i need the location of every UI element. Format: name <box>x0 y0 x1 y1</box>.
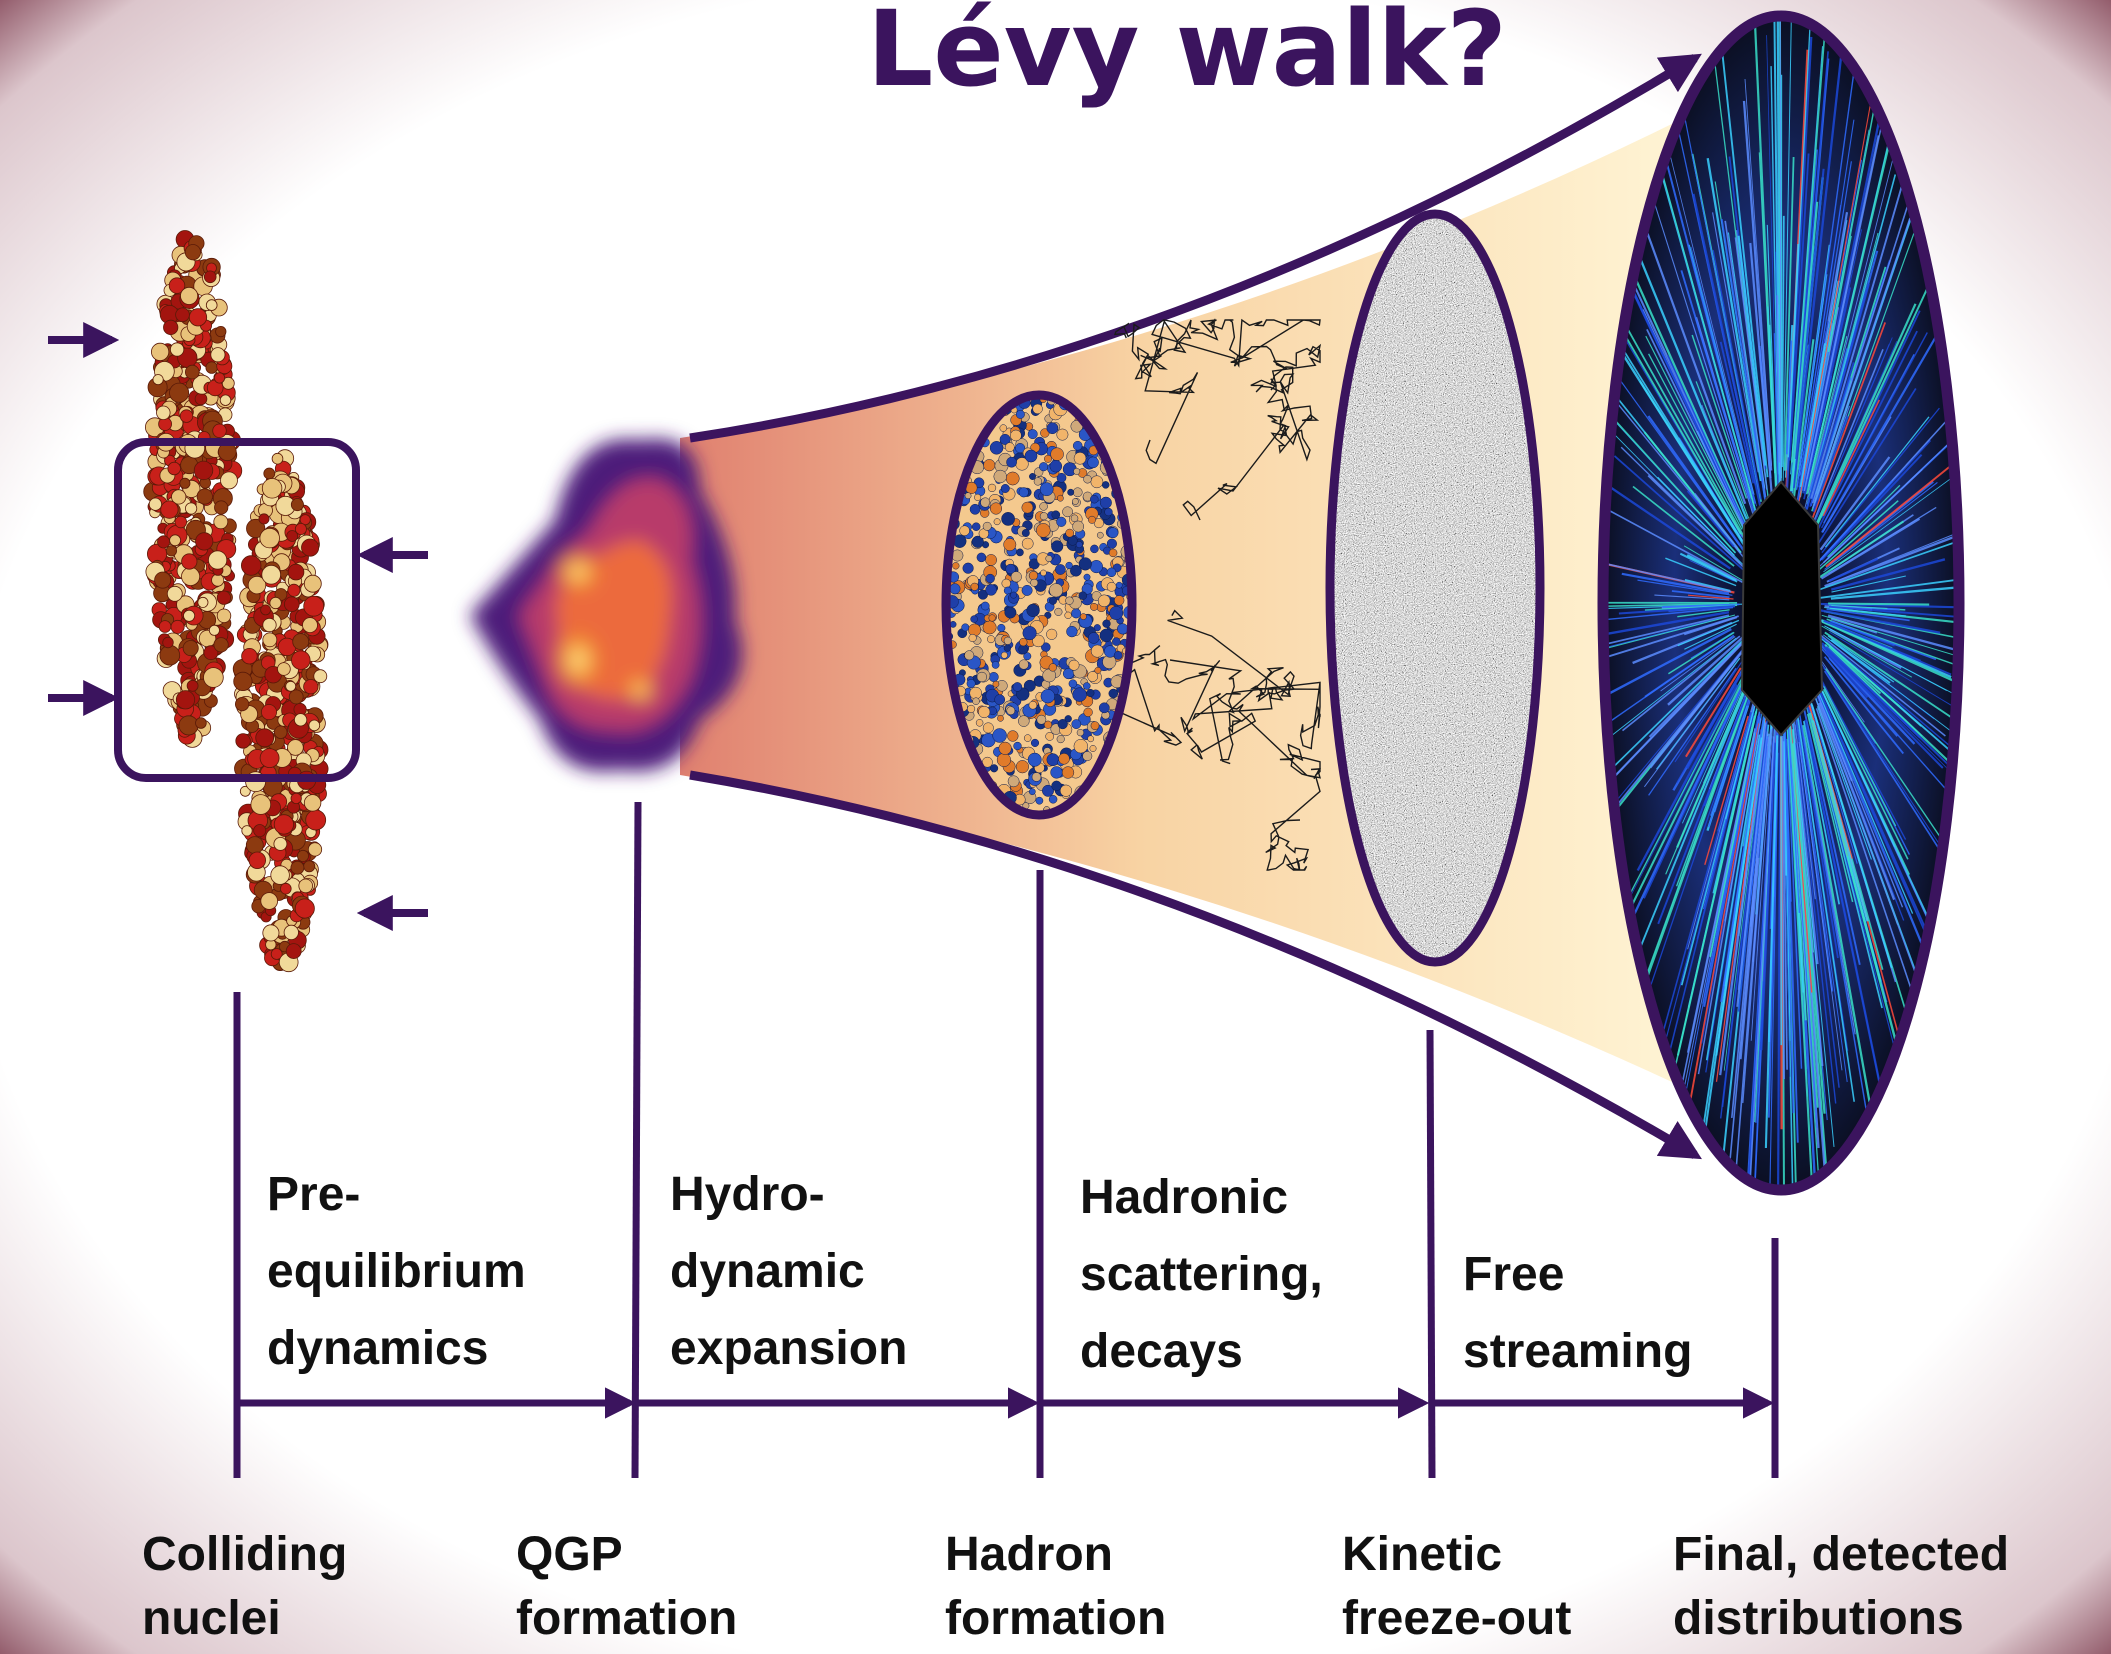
milestone-final-distributions-line-1: Final, detected <box>1673 1528 2009 1581</box>
milestone-hadron-formation-line-1: Hadron <box>945 1528 1113 1581</box>
milestone-colliding-nuclei-line-1: Colliding <box>142 1528 347 1581</box>
milestone-kinetic-freeze-out-line-1: Kinetic <box>1342 1528 1502 1581</box>
diagram-title: Lévy walk? <box>867 0 1507 110</box>
stage-hydrodynamic-line-1: Hydro- <box>670 1168 825 1221</box>
milestone-hadron-formation-line-2: formation <box>945 1592 1166 1645</box>
tick-qgp-formation <box>635 802 638 1478</box>
milestone-qgp-formation-line-1: QGP <box>516 1528 623 1581</box>
stage-hydrodynamic-line-3: expansion <box>670 1322 907 1375</box>
stage-free-streaming-line-1: Free <box>1463 1248 1564 1301</box>
stage-hadronic-line-1: Hadronic <box>1080 1171 1288 1224</box>
stage-pre-equilibrium-line-1: Pre- <box>267 1168 360 1221</box>
milestone-kinetic-freeze-out-line-2: freeze-out <box>1342 1592 1571 1645</box>
stage-pre-equilibrium-line-2: equilibrium <box>267 1245 526 1298</box>
milestone-final-distributions-line-2: distributions <box>1673 1592 1964 1645</box>
milestone-colliding-nuclei-line-2: nuclei <box>142 1592 281 1645</box>
stage-pre-equilibrium-line-3: dynamics <box>267 1322 488 1375</box>
stage-hydrodynamic-line-2: dynamic <box>670 1245 865 1298</box>
stage-free-streaming-line-2: streaming <box>1463 1325 1692 1378</box>
milestone-qgp-formation-line-2: formation <box>516 1592 737 1645</box>
stage-hadronic-line-2: scattering, <box>1080 1248 1323 1301</box>
tick-kinetic-freeze-out <box>1430 1030 1432 1478</box>
stage-hadronic-line-3: decays <box>1080 1325 1243 1378</box>
